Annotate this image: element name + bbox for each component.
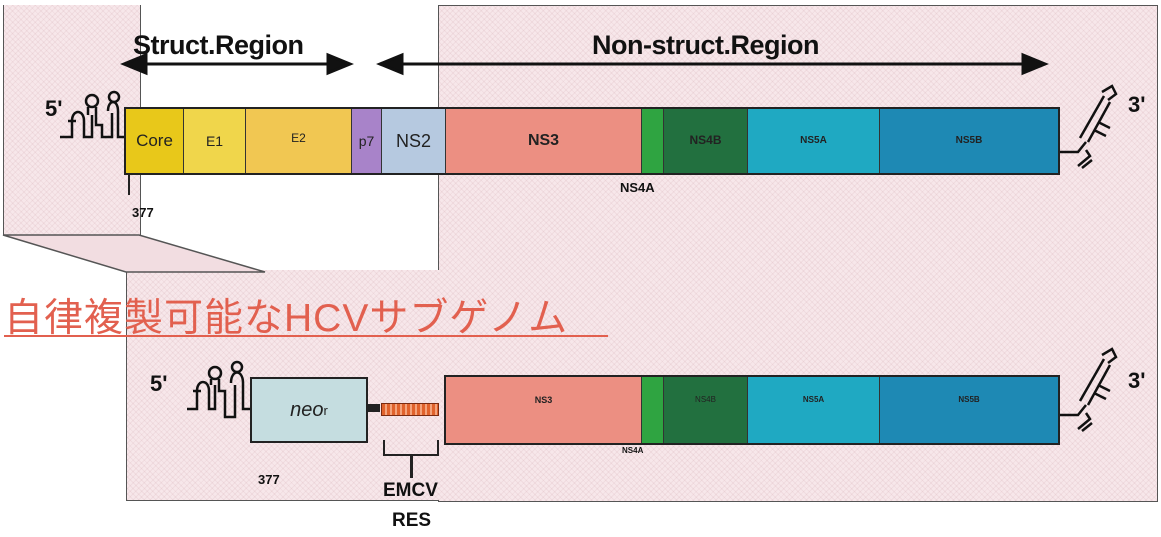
genome-segment-ns2: NS2 — [382, 109, 446, 173]
genome-position-label: 377 — [132, 205, 154, 220]
genome-segment-e1: E1 — [184, 109, 246, 173]
segment-label: NS4B — [695, 395, 716, 404]
neo-label: neo — [290, 398, 324, 421]
segment-label: p7 — [358, 133, 375, 149]
genome-3prime-label: 3' — [1128, 92, 1146, 117]
genome-5prime-label: 5' — [45, 96, 63, 121]
emcv-label-line2: RES — [392, 510, 432, 531]
genome-segment-ns4b: NS4B — [664, 109, 748, 173]
segment-label: NS5B — [958, 395, 980, 404]
emcv-ires-bar — [381, 403, 439, 416]
emcv-bracket — [383, 440, 439, 456]
segment-label: NS4B — [689, 133, 722, 147]
subgenome-segment-ns4a — [642, 377, 664, 443]
subgenome-segment-ns4b: NS4B — [664, 377, 748, 443]
genome-segment-ns3: NS3 — [446, 109, 642, 173]
segment-label: NS5A — [802, 395, 825, 404]
struct-region-label: Struct.Region — [133, 30, 304, 60]
segment-label: NS3 — [534, 395, 553, 405]
region-arrows — [120, 52, 1049, 76]
genome-segment-e2: E2 — [246, 109, 352, 173]
subgenome-segment-ns5a: NS5A — [748, 377, 880, 443]
neo-superscript: r — [323, 402, 328, 418]
segment-label: NS3 — [527, 132, 560, 149]
segment-label: E1 — [205, 133, 224, 149]
subgenome-5prime-label: 5' — [150, 371, 168, 396]
segment-label: NS2 — [395, 130, 431, 151]
genome-5prime-utr-icon — [60, 90, 128, 139]
genome-segment-p7: p7 — [352, 109, 382, 173]
subgenome-position-label: 377 — [258, 472, 280, 487]
genome-segment-ns5b: NS5B — [880, 109, 1058, 173]
subgenome-5prime-utr-icon — [187, 360, 255, 419]
segment-label: NS5A — [800, 135, 827, 146]
genome-377-tick — [128, 175, 130, 195]
subgenome-title: 自律複製可能なHCVサブゲノム — [4, 297, 569, 340]
emcv-label-line1: EMCV — [383, 480, 438, 501]
genome-3prime-utr-icon — [1060, 84, 1118, 169]
nonstruct-region-label: Non-struct.Region — [592, 30, 820, 60]
zoom-connector — [2, 234, 266, 273]
genome-segment-ns5a: NS5A — [748, 109, 880, 173]
genome-segment-ns4a — [642, 109, 664, 173]
subgenome-3prime-utr-icon — [1060, 347, 1118, 432]
subgenome-segment-ns3: NS3 — [446, 377, 642, 443]
subgenome-3prime-label: 3' — [1128, 368, 1146, 393]
genome-segment-core: Core — [126, 109, 184, 173]
genome-bar: Core E1 E2 p7 NS2 NS3 NS4B NS5A NS5B — [124, 107, 1060, 175]
segment-label: E2 — [291, 131, 306, 145]
subgenome-bar: NS3 NS4B NS5A NS5B — [444, 375, 1060, 445]
subgenome-title-underline — [4, 335, 608, 337]
segment-label: Core — [136, 131, 173, 150]
subgenome-segment-ns5b: NS5B — [880, 377, 1058, 443]
neo-connector — [368, 404, 380, 412]
subgenome-ns4a-label: NS4A — [622, 446, 644, 455]
emcv-bracket-stem — [410, 456, 413, 478]
genome-ns4a-label: NS4A — [620, 180, 655, 195]
segment-label: NS5B — [955, 135, 983, 146]
